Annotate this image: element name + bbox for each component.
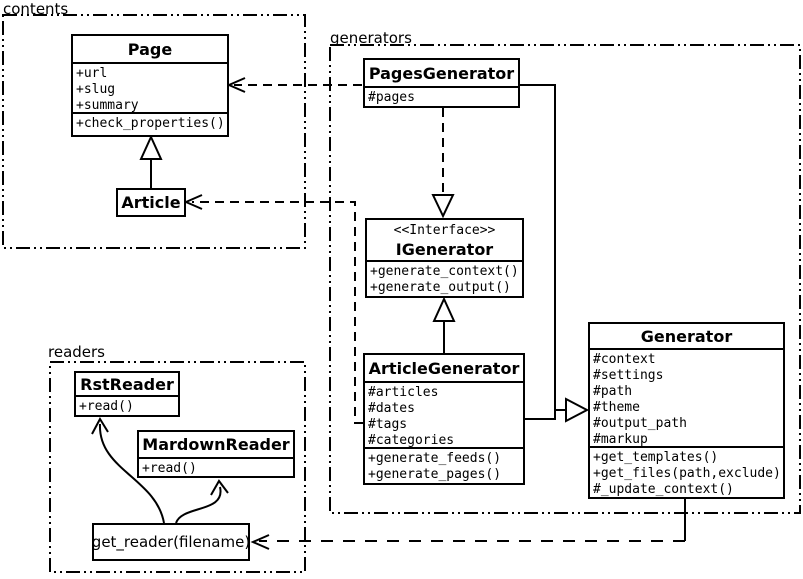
attribute: #context [593,352,656,367]
function-box-get-reader: get_reader(filename) [92,523,250,561]
attribute: #path [593,384,633,399]
call-getreader-to-rstreader [91,416,165,524]
dependency-generator-to-getreader [250,499,686,550]
method: +read() [79,399,134,414]
package-border-readers [49,361,306,573]
methods-section-rst-reader: +read() [76,395,178,416]
attribute: +url [76,66,108,81]
inheritance-articlegenerator-to-igenerator [432,296,456,353]
method: +read() [142,461,197,476]
dependency-pagesgenerator-to-page [226,77,362,93]
class-stereotype-igenerator: <<Interface>> [393,223,496,238]
attributes-section-generator: #context #settings #path #theme #output_… [590,348,783,447]
methods-section-generator: +get_templates() +get_files(path,exclude… [590,446,783,499]
class-box-generator: Generator #context #settings #path #them… [588,322,785,499]
method: #_update_context() [593,482,734,497]
class-box-article: Article [116,188,186,217]
methods-section-mardown-reader: +read() [139,457,293,478]
class-title-article-generator: ArticleGenerator [368,358,520,378]
attribute: #articles [368,385,439,400]
package-label-readers: readers [48,343,105,361]
methods-section-page: +check_properties() [73,112,227,135]
class-box-article-generator: ArticleGenerator #articles #dates #tags … [363,353,525,485]
method: +get_templates() [593,450,719,465]
class-title-rst-reader: RstReader [80,374,174,394]
class-title-article: Article [121,193,181,212]
class-box-igenerator: <<Interface>> IGenerator +generate_conte… [365,218,524,298]
attribute: +slug [76,82,116,97]
class-title-generator: Generator [640,326,733,346]
attributes-section-article-generator: #articles #dates #tags #categories [365,381,523,448]
package-label-contents: contents [3,0,69,18]
attribute: +summary [76,98,139,113]
inheritance-generators-to-generator [520,84,590,423]
methods-section-igenerator: +generate_context() +generate_output() [367,260,522,297]
class-box-pages-generator: PagesGenerator #pages [363,58,520,108]
package-border-generators [329,44,801,514]
dependency-articlegenerator-to-article [183,194,363,424]
method: +generate_context() [370,264,519,279]
package-border-contents [2,14,306,249]
attributes-section-pages-generator: #pages [365,86,518,107]
attribute: #output_path [593,416,687,431]
class-title-igenerator: IGenerator [395,240,494,259]
class-box-rst-reader: RstReader +read() [74,371,180,417]
method: +check_properties() [76,116,225,131]
realization-pagesgenerator-to-igenerator [431,108,455,219]
attribute: #dates [368,401,415,416]
method: +generate_pages() [368,467,502,482]
methods-section-article-generator: +generate_feeds() +generate_pages() [365,447,523,484]
method: +generate_feeds() [368,451,502,466]
inheritance-article-to-page [139,134,163,188]
class-title-pages-generator: PagesGenerator [368,63,515,83]
attribute: #pages [368,90,415,105]
attributes-section-page: +url +slug +summary [73,62,227,113]
package-label-generators: generators [330,29,412,47]
attribute: #theme [593,400,640,415]
call-getreader-to-mardownreader [175,479,229,524]
attribute: #tags [368,417,408,432]
attribute: #settings [593,368,664,383]
class-title-mardown-reader: MardownReader [142,435,290,454]
class-box-page: Page +url +slug +summary +check_properti… [71,34,229,137]
attribute: #markup [593,432,648,447]
attribute: #categories [368,433,455,448]
class-box-mardown-reader: MardownReader +read() [137,430,295,478]
class-title-page: Page [127,39,173,59]
method: +generate_output() [370,280,511,295]
method: +get_files(path,exclude) [593,466,781,481]
